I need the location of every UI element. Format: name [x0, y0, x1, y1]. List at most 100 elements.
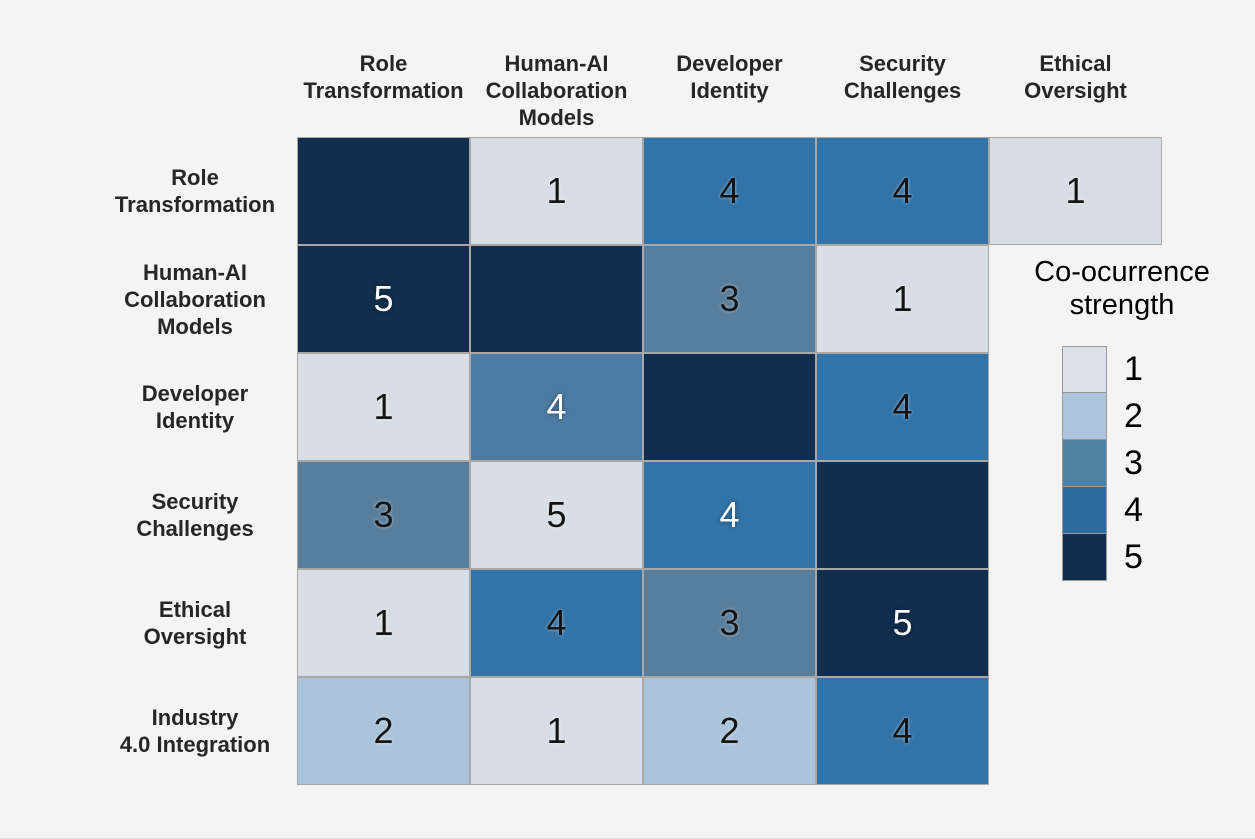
legend-colorbar: 1 2 3 4 5: [1062, 346, 1143, 581]
heatmap-cell-r6-c4: 4: [816, 677, 989, 785]
label-line: 4.0 Integration: [119, 732, 271, 757]
heatmap-cell-r4-c3: 4: [643, 461, 816, 569]
label-line: Developer: [141, 381, 249, 406]
heatmap-cell-r2-c3: 3: [643, 245, 816, 353]
legend-label: 5: [1124, 538, 1143, 576]
cell-value: 5: [373, 278, 394, 319]
label-line: Security: [151, 489, 239, 514]
legend-title: Co-ocurrence strength: [1012, 256, 1232, 322]
cell-value: 3: [719, 602, 740, 643]
cell-value: 4: [892, 170, 913, 211]
heatmap-cell-r4-c1: 3: [297, 461, 470, 569]
heatmap-cell-r5-c2: 4: [470, 569, 643, 677]
cell-value: 4: [719, 494, 740, 535]
legend-label: 1: [1124, 350, 1143, 388]
heatmap-cell-r4-c4: [816, 461, 989, 569]
cell-value: 1: [892, 278, 913, 319]
heatmap-cell-r5-c3: 3: [643, 569, 816, 677]
label-line: Challenges: [843, 78, 962, 103]
heatmap-cell-r3-c2: 4: [470, 353, 643, 461]
label-line: Collaboration: [485, 78, 628, 103]
heatmap-cell-r3-c4: 4: [816, 353, 989, 461]
label-line: Challenges: [136, 516, 254, 541]
cell-value: 4: [892, 386, 913, 427]
cell-value: 5: [892, 602, 913, 643]
legend-title-line-1: Co-ocurrence: [1034, 256, 1210, 288]
label-line: Collaboration: [124, 286, 266, 312]
heatmap-cell-r6-c3: 2: [643, 677, 816, 785]
label-line: Models: [157, 313, 233, 339]
legend-label: 3: [1124, 444, 1143, 482]
label-line: Role: [171, 165, 219, 190]
label-line: Identity: [690, 78, 769, 103]
label-line: Role: [359, 51, 408, 76]
legend-label: 4: [1124, 491, 1143, 529]
heatmap-cell-r3-c3: [643, 353, 816, 461]
cell-value: 1: [546, 710, 567, 751]
heatmap-cell-r1-c2: 1: [470, 137, 643, 245]
heatmap-cell-r5-c4: 5: [816, 569, 989, 677]
cell-value: 1: [373, 386, 394, 427]
label-line: Ethical: [158, 597, 232, 622]
label-line: Human-AI: [143, 259, 247, 285]
cell-value: 4: [892, 710, 913, 751]
label-line: Identity: [155, 408, 235, 433]
legend-item-1: 1: [1062, 346, 1143, 393]
cell-value: 4: [546, 386, 567, 427]
cell-value: 1: [1065, 170, 1086, 211]
cell-value: 4: [546, 602, 567, 643]
legend-swatch-4: [1062, 487, 1107, 534]
legend-title-line-2: strength: [1069, 289, 1175, 321]
label-line: Transformation: [114, 192, 276, 217]
legend-item-3: 3: [1062, 440, 1143, 487]
legend-swatch-2: [1062, 393, 1107, 440]
heatmap-cell-r6-c2: 1: [470, 677, 643, 785]
heatmap-cell-r1-c4: 4: [816, 137, 989, 245]
legend-item-4: 4: [1062, 487, 1143, 534]
cell-value: 2: [719, 710, 740, 751]
label-line: Models: [518, 105, 595, 130]
cell-value: 3: [719, 278, 740, 319]
cell-value: 1: [546, 170, 567, 211]
heatmap-cell-r2-c1: 5: [297, 245, 470, 353]
heatmap-cell-r6-c1: 2: [297, 677, 470, 785]
legend-swatch-3: [1062, 440, 1107, 487]
heatmap-cell-r1-c3: 4: [643, 137, 816, 245]
cell-value: 1: [373, 602, 394, 643]
label-line: Ethical: [1039, 51, 1112, 76]
heatmap-grid: 1 4 4 1 5 3 1 1 4 4 3 5 4 1 4 3 5 2 1 2 4: [297, 137, 1162, 785]
heatmap-cell-r3-c1: 1: [297, 353, 470, 461]
legend-item-5: 5: [1062, 534, 1143, 581]
label-line: Industry: [151, 705, 239, 730]
cell-value: 4: [719, 170, 740, 211]
heatmap-cell-r2-c2: [470, 245, 643, 353]
heatmap-cell-r5-c1: 1: [297, 569, 470, 677]
label-line: Developer: [676, 51, 783, 76]
heatmap-cell-r4-c2: 5: [470, 461, 643, 569]
label-line: Security: [859, 51, 946, 76]
legend-item-2: 2: [1062, 393, 1143, 440]
legend-label: 2: [1124, 397, 1143, 435]
label-line: Oversight: [143, 624, 247, 649]
heatmap-cell-r1-c5: 1: [989, 137, 1162, 245]
label-line: Human-AI: [504, 51, 609, 76]
label-line: Oversight: [1024, 78, 1127, 103]
cell-value: 3: [373, 494, 394, 535]
legend-swatch-1: [1062, 346, 1107, 393]
cell-value: 5: [546, 494, 567, 535]
heatmap-cell-r1-c1: [297, 137, 470, 245]
cell-value: 2: [373, 710, 394, 751]
heatmap-cell-r2-c4: 1: [816, 245, 989, 353]
label-line: Transformation: [303, 78, 464, 103]
